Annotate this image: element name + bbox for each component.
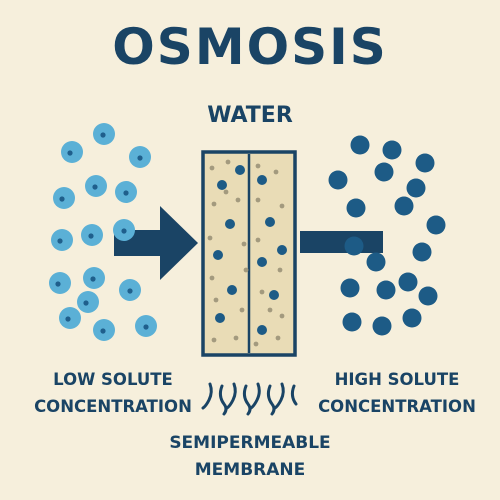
- semipermeable-membrane: [201, 150, 297, 357]
- particle-core: [57, 238, 63, 244]
- solute-particle-dark: [382, 140, 402, 160]
- membrane-pore: [223, 189, 229, 195]
- membrane-pore: [213, 297, 219, 303]
- particle-core: [127, 288, 133, 294]
- membrane-pore: [277, 267, 283, 273]
- low-concentration-line1: LOW SOLUTE: [53, 370, 173, 389]
- membrane-solute: [257, 325, 267, 335]
- solute-particle-dark: [372, 316, 392, 336]
- membrane-label-line2: MEMBRANE: [194, 460, 306, 480]
- outflow-bar: [300, 231, 383, 253]
- particle-core: [55, 281, 61, 287]
- membrane-solute: [213, 250, 223, 260]
- membrane-pore: [279, 313, 285, 319]
- water-ripple-icon: [201, 382, 298, 416]
- membrane-solute: [235, 165, 245, 175]
- membrane-pore: [273, 169, 279, 175]
- membrane-pore: [279, 203, 285, 209]
- low-concentration-line2: CONCENTRATION: [34, 397, 192, 416]
- solute-particle-dark: [350, 135, 370, 155]
- solute-particle-dark: [374, 162, 394, 182]
- particle-core: [100, 328, 106, 334]
- water-label: WATER: [207, 103, 293, 128]
- membrane-pore: [255, 163, 261, 169]
- membrane-pore: [253, 341, 259, 347]
- membrane-pore: [255, 237, 261, 243]
- membrane-pore: [209, 275, 215, 281]
- membrane-pore: [233, 335, 239, 341]
- membrane-solute: [257, 257, 267, 267]
- particle-core: [88, 233, 94, 239]
- particle-core: [121, 228, 127, 234]
- membrane-pore: [275, 335, 281, 341]
- high-concentration-particles: [328, 135, 446, 336]
- membrane-pore: [209, 165, 215, 171]
- high-concentration-label: HIGH SOLUTE CONCENTRATION: [302, 366, 492, 420]
- solute-particle-dark: [340, 278, 360, 298]
- solute-particle-dark: [346, 198, 366, 218]
- low-concentration-label: LOW SOLUTE CONCENTRATION: [18, 366, 208, 420]
- membrane-solute: [225, 219, 235, 229]
- high-concentration-line1: HIGH SOLUTE: [334, 370, 460, 389]
- membrane-label-line1: SEMIPERMEABLE: [169, 433, 331, 453]
- particle-core: [65, 316, 71, 322]
- membrane-solute: [215, 313, 225, 323]
- membrane-solute: [217, 180, 227, 190]
- solute-particle-dark: [415, 153, 435, 173]
- solute-particle-dark: [376, 280, 396, 300]
- particle-core: [92, 184, 98, 190]
- membrane-pore: [267, 307, 273, 313]
- membrane-particles: [207, 159, 287, 347]
- membrane-pore: [239, 307, 245, 313]
- diagram-title: OSMOSIS: [112, 18, 388, 76]
- membrane-solute: [265, 217, 275, 227]
- particle-core: [123, 190, 129, 196]
- particle-core: [83, 300, 89, 306]
- solute-particle-dark: [342, 312, 362, 332]
- particle-core: [90, 276, 96, 282]
- membrane-pore: [235, 197, 241, 203]
- low-concentration-particles: [49, 123, 157, 341]
- solute-particle-dark: [328, 170, 348, 190]
- particle-core: [143, 324, 149, 330]
- solute-particle-dark: [394, 196, 414, 216]
- membrane-pore: [211, 337, 217, 343]
- high-concentration-line2: CONCENTRATION: [318, 397, 476, 416]
- solute-particle-dark: [366, 252, 386, 272]
- particle-core: [67, 150, 73, 156]
- membrane-solute: [277, 245, 287, 255]
- solute-particle-dark: [418, 286, 438, 306]
- membrane-pore: [259, 289, 265, 295]
- particle-core: [59, 196, 65, 202]
- membrane-solute: [227, 285, 237, 295]
- solute-particle-dark: [402, 308, 422, 328]
- membrane-pore: [225, 159, 231, 165]
- solute-particle-dark: [426, 215, 446, 235]
- membrane-pore: [243, 267, 249, 273]
- membrane-solute: [269, 290, 279, 300]
- membrane-pore: [255, 197, 261, 203]
- particle-core: [137, 155, 143, 161]
- membrane-pore: [207, 235, 213, 241]
- membrane-pore: [241, 241, 247, 247]
- solute-particle-dark: [344, 236, 364, 256]
- membrane-label: SEMIPERMEABLE MEMBRANE: [150, 430, 350, 484]
- solute-particle-dark: [398, 272, 418, 292]
- membrane-pore: [211, 201, 217, 207]
- arrow-right-icon: [114, 206, 198, 280]
- particle-core: [100, 132, 106, 138]
- solute-particle-dark: [412, 242, 432, 262]
- membrane-solute: [257, 175, 267, 185]
- solute-particle-dark: [406, 178, 426, 198]
